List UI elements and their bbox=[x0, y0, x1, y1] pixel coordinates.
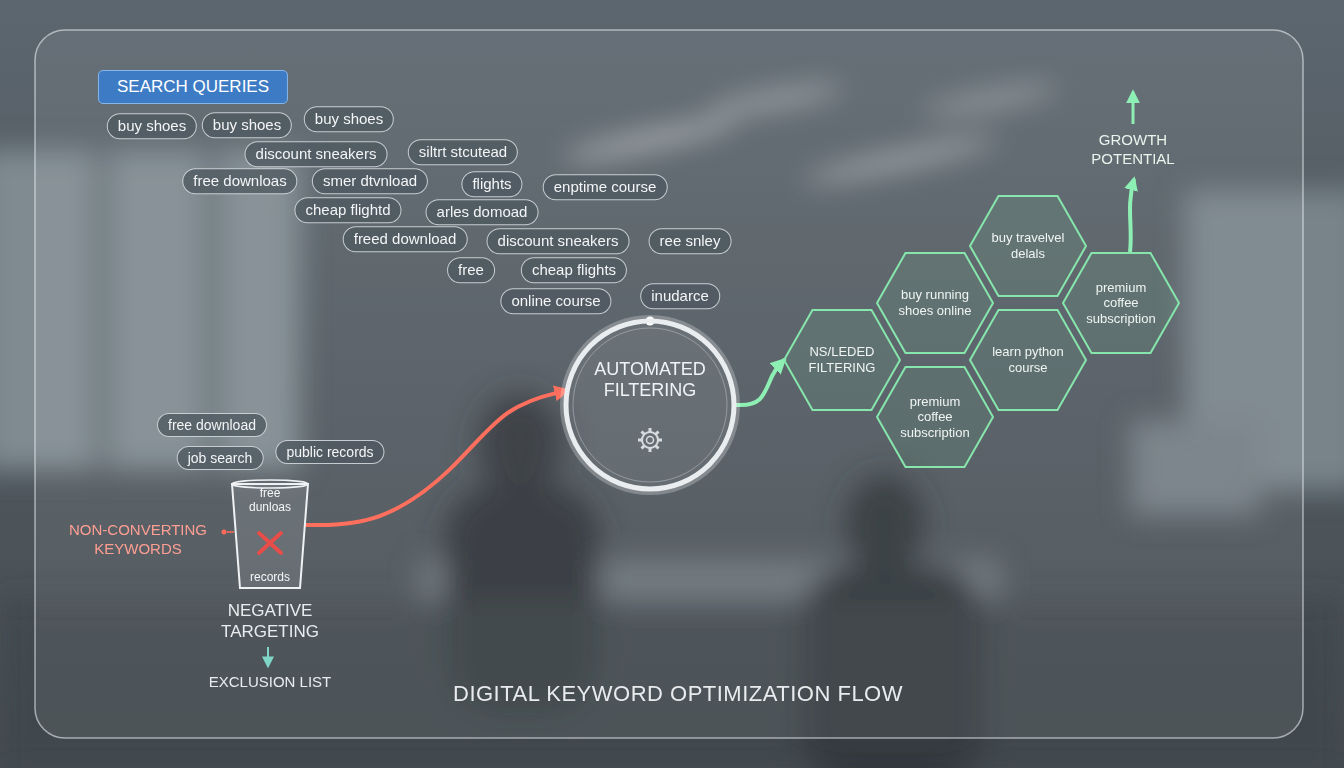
node-text: discount sneakers bbox=[256, 145, 377, 162]
node-text: NS/LEDED FILTERING bbox=[800, 344, 884, 375]
node-text: siltrt stcutead bbox=[419, 143, 507, 160]
keyword-pill: online course bbox=[500, 288, 611, 314]
node-text: free downloas bbox=[193, 172, 286, 189]
keyword-hexagon: learn python course bbox=[969, 309, 1087, 411]
keyword-pill: flights bbox=[461, 171, 522, 197]
keyword-pill: buy shoes bbox=[202, 112, 292, 138]
node-text: ree snley bbox=[660, 232, 721, 249]
node-text: buy shoes bbox=[213, 116, 281, 133]
circle-outline bbox=[562, 317, 738, 493]
node-text: inudarce bbox=[651, 287, 709, 304]
node-text: arles domoad bbox=[437, 203, 528, 220]
stage-label: EXCLUSION LIST bbox=[170, 673, 370, 692]
node-text: cheap flights bbox=[532, 261, 616, 278]
down-arrow bbox=[267, 647, 269, 666]
node-text: learn python course bbox=[986, 344, 1070, 375]
up-arrow bbox=[1132, 92, 1135, 124]
node-text: job search bbox=[188, 450, 253, 466]
node-text: discount sneakers bbox=[498, 232, 619, 249]
node-text: online course bbox=[511, 292, 600, 309]
callout-label: GROWTH POTENTIAL bbox=[1073, 131, 1193, 169]
keyword-pill: free bbox=[447, 257, 495, 283]
keyword-pill: discount sneakers bbox=[487, 228, 630, 254]
node-text: dunloas bbox=[249, 500, 291, 514]
node-text: buy travelvel delals bbox=[986, 230, 1070, 261]
keyword-pill: ree snley bbox=[649, 228, 732, 254]
node-text: cheap flightd bbox=[305, 201, 390, 218]
node-text: AUTOMATED FILTERING bbox=[580, 359, 720, 401]
node-text: flights bbox=[472, 175, 511, 192]
keyword-pill: job search bbox=[177, 446, 264, 470]
keyword-pill: buy shoes bbox=[107, 113, 197, 139]
trash-bin: freedunloas records bbox=[230, 478, 310, 590]
node-text: premium coffee subscription bbox=[1079, 280, 1163, 327]
node-text: freed download bbox=[354, 230, 457, 247]
keyword-hexagon: buy running shoes online bbox=[876, 252, 994, 354]
keyword-pill: free downloas bbox=[182, 168, 297, 194]
callout-label: NON-CONVERTING KEYWORDS bbox=[58, 521, 218, 559]
node-text: public records bbox=[286, 444, 373, 460]
keyword-hexagon: premium coffee subscription bbox=[876, 366, 994, 468]
node-text: records bbox=[250, 570, 290, 584]
node-text: smer dtvnload bbox=[323, 172, 417, 189]
node-text: buy shoes bbox=[118, 117, 186, 134]
node-text: free bbox=[260, 486, 281, 500]
keyword-pill: buy shoes bbox=[304, 106, 394, 132]
node-text: enptime course bbox=[554, 178, 657, 195]
diagram-title: DIGITAL KEYWORD OPTIMIZATION FLOW bbox=[372, 680, 984, 708]
leader-dot bbox=[222, 530, 227, 535]
flow-arrow bbox=[736, 360, 784, 405]
section-tag: SEARCH QUERIES bbox=[98, 70, 288, 104]
keyword-hexagon: NS/LEDED FILTERING bbox=[783, 309, 901, 411]
node-text: free download bbox=[168, 417, 256, 433]
leader-line bbox=[227, 531, 234, 533]
keyword-hexagon: buy travelvel delals bbox=[969, 195, 1087, 297]
node-text: SEARCH QUERIES bbox=[117, 77, 269, 96]
keyword-pill: cheap flightd bbox=[294, 197, 401, 223]
keyword-pill: public records bbox=[275, 440, 384, 464]
keyword-pill: free download bbox=[157, 413, 267, 437]
keyword-pill: smer dtvnload bbox=[312, 168, 428, 194]
node-text: buy running shoes online bbox=[893, 287, 977, 318]
keyword-pill: cheap flights bbox=[521, 257, 627, 283]
filter-circle: AUTOMATED FILTERING bbox=[562, 317, 738, 493]
node-text: premium coffee subscription bbox=[893, 394, 977, 441]
keyword-pill: discount sneakers bbox=[245, 141, 388, 167]
keyword-pill: arles domoad bbox=[426, 199, 539, 225]
node-text: buy shoes bbox=[315, 110, 383, 127]
growth-arrow bbox=[1130, 179, 1134, 252]
keyword-hexagon: premium coffee subscription bbox=[1062, 252, 1180, 354]
keyword-pill: freed download bbox=[343, 226, 468, 252]
keyword-pill: enptime course bbox=[543, 174, 668, 200]
keyword-pill: inudarce bbox=[640, 283, 720, 309]
stage-label: NEGATIVE TARGETING bbox=[195, 600, 345, 643]
node-text: free bbox=[458, 261, 484, 278]
keyword-pill: siltrt stcutead bbox=[408, 139, 518, 165]
